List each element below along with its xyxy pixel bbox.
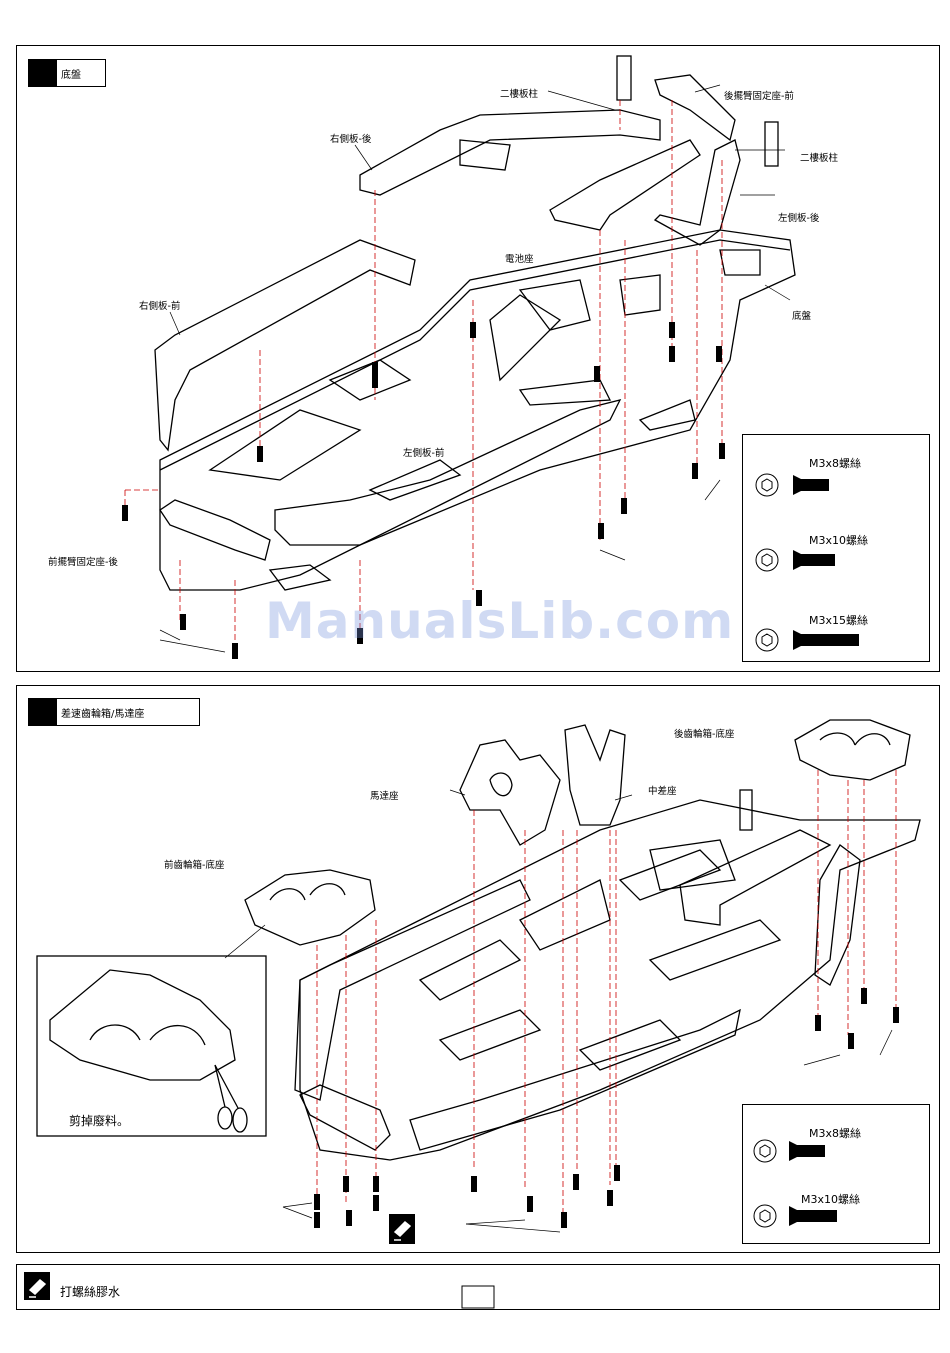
page-tab [462, 1286, 494, 1308]
glue-legend-text: 打螺絲膠水 [60, 1283, 120, 1300]
